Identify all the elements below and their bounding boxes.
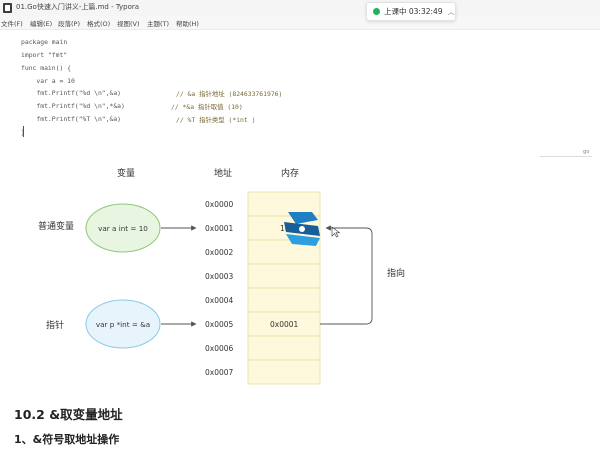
memory-value-p: 0x0001 xyxy=(270,320,299,329)
window-title: 01.Go快速入门讲义-上篇.md - Typora xyxy=(16,3,140,11)
mouse-pointer-icon xyxy=(331,226,341,238)
pointer-label: 指向 xyxy=(387,267,405,279)
code-language-underline xyxy=(540,156,592,157)
code-line: func main() { xyxy=(21,64,72,72)
code-comment: // *&a 指针取值 (10) xyxy=(171,103,243,111)
address-label: 0x0001 xyxy=(205,224,234,233)
memory-cell xyxy=(247,359,321,385)
typora-app-icon xyxy=(3,3,12,13)
bubble-a-text: var a int = 10 xyxy=(98,224,148,233)
menu-theme[interactable]: 主题(T) xyxy=(147,20,170,28)
pointer-memory-diagram: 变量 地址 内存 普通变量 指针 var a int = 10 var p *i… xyxy=(38,167,405,385)
class-status-label: 上课中 03:32:49 xyxy=(384,7,443,16)
pointer-bubble-p xyxy=(85,299,161,349)
label-normal-variable: 普通变量 xyxy=(38,220,74,232)
menu-bar: 文件(F) 编辑(E) 段落(P) 格式(O) 视图(V) 主题(T) 帮助(H… xyxy=(0,16,600,30)
address-label: 0x0006 xyxy=(205,344,234,353)
title-bar: 01.Go快速入门讲义-上篇.md - Typora xyxy=(0,0,600,16)
memory-cell xyxy=(247,335,321,361)
variable-bubble-a xyxy=(85,203,161,253)
memory-cell xyxy=(247,287,321,313)
address-label: 0x0005 xyxy=(205,320,234,329)
address-label: 0x0002 xyxy=(205,248,234,257)
code-line: import "fmt" xyxy=(21,51,68,59)
code-block[interactable]: package main import "fmt" func main() { … xyxy=(21,36,581,140)
header-variable: 变量 xyxy=(117,167,135,179)
pointer-arrow-path xyxy=(320,225,373,325)
s-logo-icon xyxy=(284,212,320,246)
address-label: 0x0003 xyxy=(205,272,234,281)
menu-edit[interactable]: 编辑(E) xyxy=(30,20,53,28)
menu-paragraph[interactable]: 段落(P) xyxy=(58,20,80,28)
label-pointer: 指针 xyxy=(46,319,64,331)
bubble-p-text: var p *int = &a xyxy=(96,320,150,329)
chevron-up-icon[interactable]: ︿ xyxy=(447,7,455,16)
code-line: var a = 10 xyxy=(21,77,75,85)
memory-value-a: 10 xyxy=(280,224,290,233)
section-heading-10-2: 10.2 &取变量地址 xyxy=(14,407,123,422)
class-status-pill[interactable]: 上课中 03:32:49 ︿ xyxy=(366,2,456,21)
code-line: fmt.Printf("%d \n",&a) xyxy=(21,89,122,97)
text-cursor xyxy=(23,126,24,137)
code-line: } xyxy=(21,128,25,138)
header-memory: 内存 xyxy=(281,167,299,179)
menu-help[interactable]: 帮助(H) xyxy=(176,20,199,28)
address-label: 0x0000 xyxy=(205,200,234,209)
code-language-label[interactable]: go xyxy=(583,149,590,155)
code-line: package main xyxy=(21,38,68,46)
code-line: fmt.Printf("%T \n",&a) xyxy=(21,115,122,123)
menu-format[interactable]: 格式(O) xyxy=(87,20,111,28)
code-comment: // %T 指针类型 (*int ) xyxy=(176,116,256,124)
subsection-heading-1: 1、&符号取地址操作 xyxy=(14,433,120,446)
memory-cell xyxy=(247,263,321,289)
address-label: 0x0004 xyxy=(205,296,234,305)
code-line: fmt.Printf("%d \n",*&a) xyxy=(21,102,125,110)
menu-view[interactable]: 视图(V) xyxy=(117,20,140,28)
menu-file[interactable]: 文件(F) xyxy=(1,20,23,28)
live-status-dot xyxy=(373,8,380,15)
code-comment: // &a 指针地址 (824633761976) xyxy=(176,90,283,98)
header-address: 地址 xyxy=(214,167,232,179)
address-label: 0x0007 xyxy=(205,368,234,377)
